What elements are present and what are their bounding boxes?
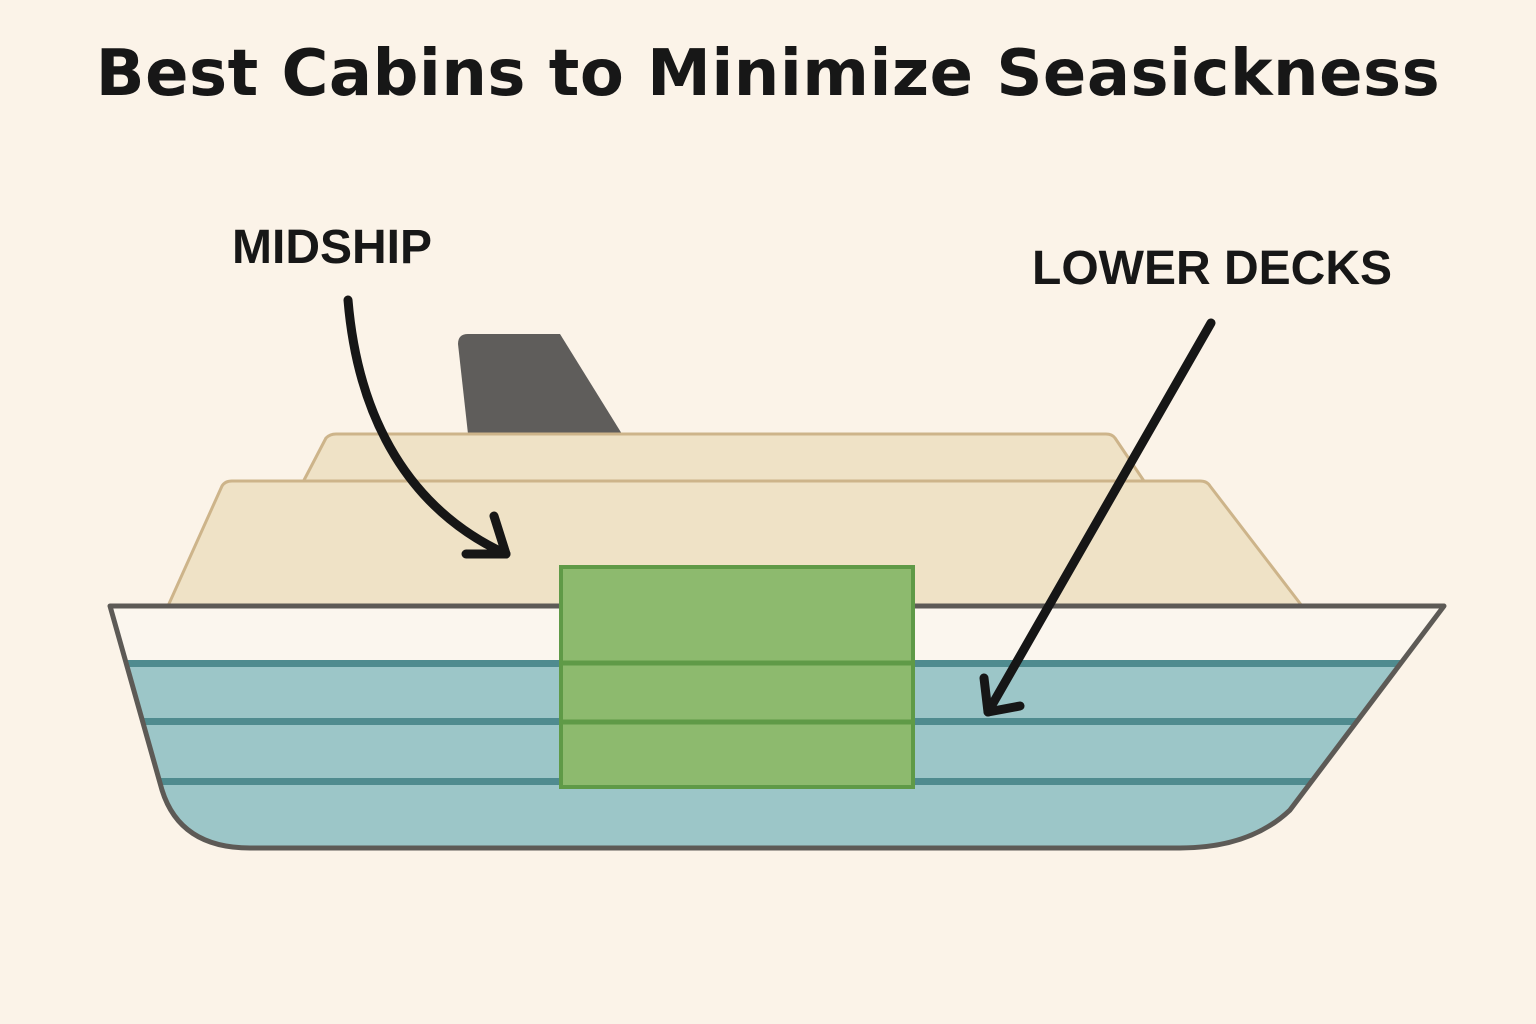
ship-hull-outline <box>107 603 1447 851</box>
lower-superstructure <box>166 479 1304 608</box>
midship-label: MIDSHIP <box>232 221 433 274</box>
ship-funnel <box>458 334 622 434</box>
page-title: Best Cabins to Minimize Seasickness <box>95 37 1441 111</box>
midship-arrow <box>343 295 511 559</box>
lower-decks-label: LOWER DECKS <box>1032 242 1392 295</box>
recommended-cabin-block <box>559 565 915 789</box>
lower-decks-arrow <box>979 318 1216 717</box>
upper-superstructure <box>300 432 1148 486</box>
